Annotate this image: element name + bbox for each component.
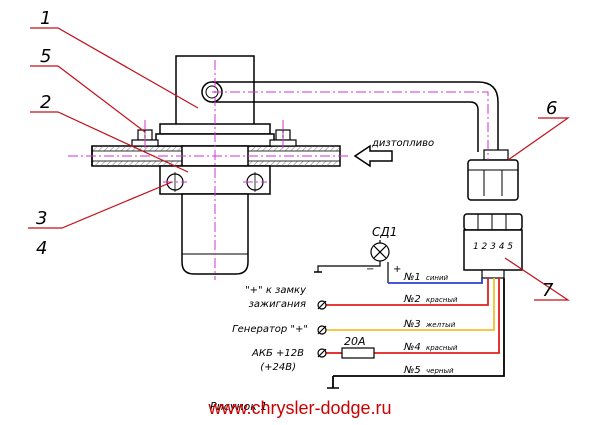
wire-4 bbox=[326, 278, 500, 354]
wire-2-number: №2 bbox=[403, 294, 421, 305]
battery-label-line2: (+24В) bbox=[260, 362, 296, 373]
fuel-direction-arrow bbox=[353, 144, 393, 168]
figure-caption: Рисунок 1 bbox=[210, 400, 267, 413]
watermark[interactable]: www.chrysler-dodge.ru bbox=[207, 398, 391, 418]
connector-socket bbox=[463, 213, 523, 279]
wire-1-number: №1 bbox=[403, 272, 421, 283]
lamp-plus: + bbox=[393, 264, 401, 275]
callout-1: 1 bbox=[40, 8, 51, 29]
wire-4-color: красный bbox=[426, 344, 458, 352]
wire-3 bbox=[326, 278, 495, 331]
wire-2-color: красный bbox=[426, 296, 458, 304]
wire-1 bbox=[388, 278, 483, 284]
wire-1-color: синий bbox=[426, 274, 449, 282]
wire-5 bbox=[327, 278, 505, 389]
connector-pin-numbers: 1 2 3 4 5 bbox=[473, 242, 513, 252]
generator-label: Генератор "+" bbox=[232, 324, 308, 335]
wire-3-color: желтый bbox=[425, 321, 456, 329]
connector-plug bbox=[467, 149, 519, 201]
fuse-rating: 20A bbox=[344, 335, 366, 348]
battery-label-line1: АКБ +12В bbox=[251, 348, 304, 359]
wire-4-number: №4 bbox=[403, 342, 421, 353]
indicator-lamp bbox=[314, 240, 390, 283]
callout-3: 3 bbox=[36, 208, 47, 229]
callout-2: 2 bbox=[40, 92, 51, 113]
wire-5-number: №5 bbox=[403, 365, 421, 376]
wire-2 bbox=[326, 278, 489, 306]
fuel-label: дизтопливо bbox=[371, 138, 434, 149]
center-lines bbox=[68, 60, 489, 280]
lamp-minus: − bbox=[366, 264, 374, 275]
terminal-markers bbox=[317, 300, 327, 358]
ignition-label-line1: "+" к замку bbox=[245, 285, 307, 296]
fuse bbox=[341, 347, 375, 359]
callout-5: 5 bbox=[40, 46, 51, 67]
callout-6: 6 bbox=[546, 98, 557, 119]
ignition-label-line2: зажигания bbox=[249, 299, 306, 310]
wire-5-color: черный bbox=[426, 367, 454, 375]
callout-leaders bbox=[28, 27, 570, 301]
callout-4: 4 bbox=[36, 238, 47, 259]
wire-3-number: №3 bbox=[403, 319, 421, 330]
lamp-label: СД1 bbox=[372, 225, 397, 239]
callout-7: 7 bbox=[542, 280, 554, 301]
